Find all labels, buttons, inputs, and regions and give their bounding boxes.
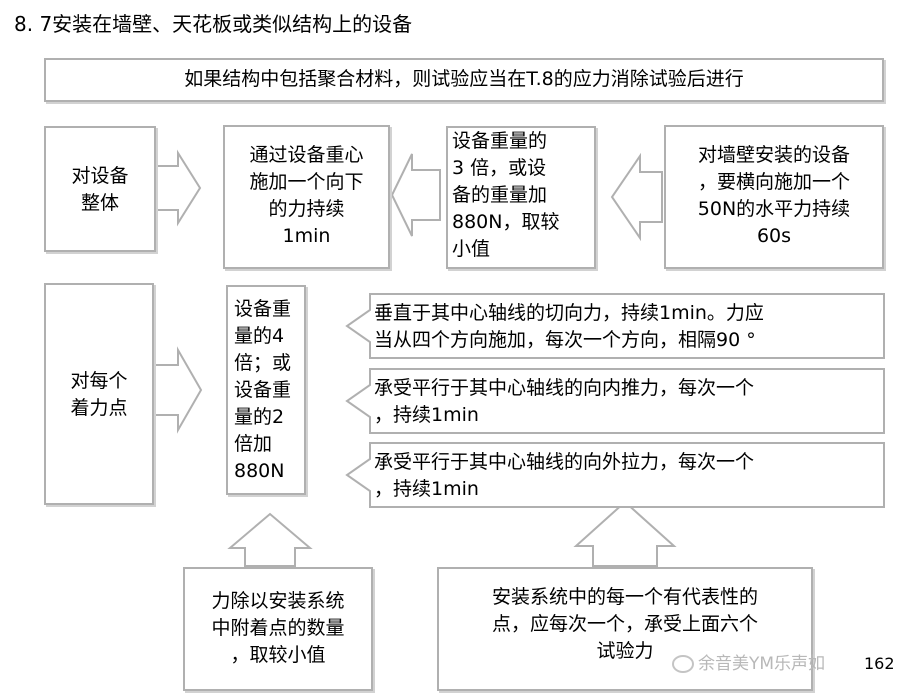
downward-force-box [223, 125, 390, 269]
representative-point-text: 安装系统中的每一个有代表性的点，应每次一个，承受上面六个 试验力 [491, 586, 758, 662]
wall-mount-force-box [664, 125, 884, 269]
arrow-left-icon [610, 152, 663, 242]
page-number: 162 [864, 654, 895, 673]
top-note-text: 如果结构中包括聚合材料，则试验应当在T.8的应力消除试验后进行 [184, 68, 744, 90]
divide-by-points-box [183, 567, 373, 691]
watermark: 余音美YM乐声如 [672, 649, 825, 674]
each-point-label-box [44, 283, 154, 505]
weight-times-3-box [446, 126, 596, 269]
arrow-up-icon [227, 512, 313, 567]
arrow-right-icon [155, 149, 202, 227]
arrow-right-icon [153, 346, 203, 434]
each-point-label: 对每个着力点 [70, 370, 128, 419]
representative-point-box [437, 567, 813, 691]
weight-times-4-box [226, 285, 306, 495]
arrow-up-icon [573, 500, 677, 567]
chat-bubble-icon [672, 655, 694, 673]
top-note-box [44, 58, 884, 102]
divide-by-points-text: 力除以安装系统中附着点的数量 ，取较小值 [211, 590, 345, 666]
inward-push-text: 承受平行于其中心轴线的向内推力，每次一个，持续1min [374, 377, 755, 426]
tangential-force-text: 垂直于其中心轴线的切向力，持续1min。力应当从四个方向施加，每次一个方向，相隔… [374, 302, 764, 351]
page-title: 8. 7安装在墙壁、天花板或类似结构上的设备 [14, 12, 413, 36]
whole-device-label-box [44, 126, 156, 252]
whole-device-label: 对设备整体 [71, 165, 129, 214]
arrow-left-icon [390, 153, 441, 237]
outward-pull-text: 承受平行于其中心轴线的向外拉力，每次一个，持续1min [374, 451, 755, 500]
